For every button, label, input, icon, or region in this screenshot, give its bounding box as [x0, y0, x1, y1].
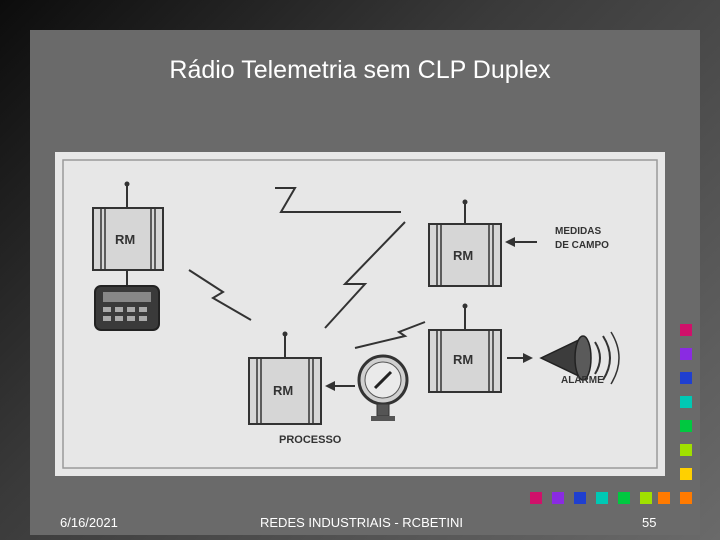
diagram-border — [62, 159, 658, 469]
arrow-left-icon — [505, 237, 515, 247]
radio-link-diagonal — [324, 221, 406, 329]
radio-label: RM — [273, 383, 293, 398]
decor-square — [680, 420, 692, 432]
decor-square — [680, 468, 692, 480]
decor-square — [530, 492, 542, 504]
decor-square — [680, 372, 692, 384]
diagram-canvas: RM RM — [62, 159, 658, 469]
arrow-left-icon — [325, 381, 335, 391]
decor-square — [680, 444, 692, 456]
decor-square — [596, 492, 608, 504]
measures-input: MEDIDAS DE CAMPO — [505, 226, 609, 251]
footer-center-text: REDES INDUSTRIAIS - RCBETINI — [260, 515, 463, 530]
measures-label-line2: DE CAMPO — [555, 240, 609, 251]
decor-square — [574, 492, 586, 504]
telemetry-diagram: RM RM — [55, 152, 665, 476]
radio-label: RM — [115, 232, 135, 247]
decor-square — [680, 324, 692, 336]
keypad-device-icon — [94, 285, 160, 331]
alarm-horn-icon — [539, 331, 620, 385]
decor-square — [680, 396, 692, 408]
radio-modem-top-left: RM — [92, 181, 164, 286]
decor-square — [658, 492, 670, 504]
page-number: 55 — [642, 515, 657, 530]
radio-link-right — [354, 321, 426, 349]
decor-square — [680, 348, 692, 360]
footer-date: 6/16/2021 — [60, 515, 118, 530]
radio-modem-process: RM — [248, 331, 322, 425]
radio-link-left — [188, 269, 252, 321]
pressure-gauge-icon — [357, 354, 409, 421]
radio-label: RM — [453, 248, 473, 263]
slide-title: Rádio Telemetria sem CLP Duplex — [169, 56, 551, 84]
radio-modem-alarm: RM — [428, 303, 502, 393]
measures-label-line1: MEDIDAS — [555, 226, 601, 237]
radio-modem-measures: RM — [428, 199, 502, 287]
decor-square — [552, 492, 564, 504]
alarm-label: ALARME — [561, 375, 604, 386]
decor-square — [640, 492, 652, 504]
radio-link-top — [275, 187, 401, 213]
decor-square — [618, 492, 630, 504]
radio-label: RM — [453, 352, 473, 367]
arrow-right-icon — [523, 353, 533, 363]
process-label: PROCESSO — [279, 434, 342, 446]
decor-square — [680, 492, 692, 504]
